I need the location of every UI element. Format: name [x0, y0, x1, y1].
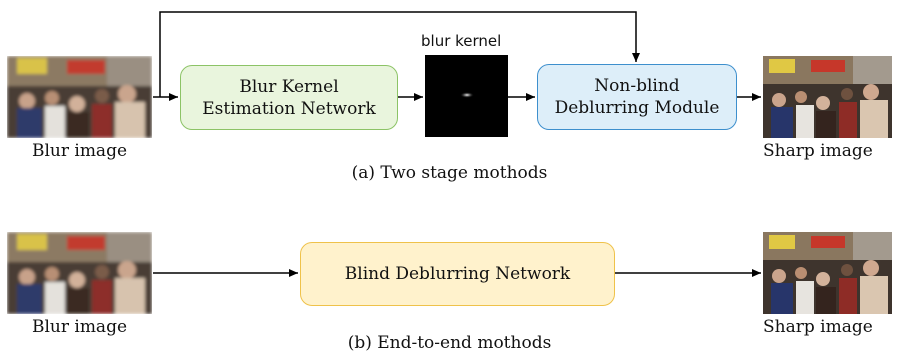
non-blind-deblurring-module: Non-blind Deblurring Module [537, 64, 737, 130]
caption-a: (a) Two stage mothods [351, 163, 548, 183]
kernel-estimation-line1: Blur Kernel [239, 76, 339, 97]
blur-kernel-image [425, 55, 508, 137]
caption-b: (b) End-to-end mothods [347, 333, 552, 353]
blur-image-b [7, 232, 152, 314]
blur-kernel-label: blur kernel [421, 32, 502, 50]
sharp-image-a [763, 56, 892, 138]
arrow-bypass-to-nonblind [159, 11, 640, 97]
blind-deblurring-network: Blind Deblurring Network [300, 242, 615, 306]
blind-deblurring-label: Blind Deblurring Network [344, 264, 571, 284]
kernel-estimation-network: Blur Kernel Estimation Network [180, 65, 398, 130]
non-blind-line1: Non-blind [594, 76, 680, 96]
sharp-image-b [763, 232, 892, 314]
blur-image-b-label: Blur image [31, 317, 128, 337]
blur-image-a [7, 56, 152, 138]
sharp-image-b-label: Sharp image [763, 317, 873, 337]
sharp-image-a-label: Sharp image [763, 141, 873, 161]
blur-image-a-label: Blur image [31, 141, 128, 161]
non-blind-line2: Deblurring Module [554, 98, 720, 118]
kernel-estimation-line2: Estimation Network [202, 98, 376, 119]
